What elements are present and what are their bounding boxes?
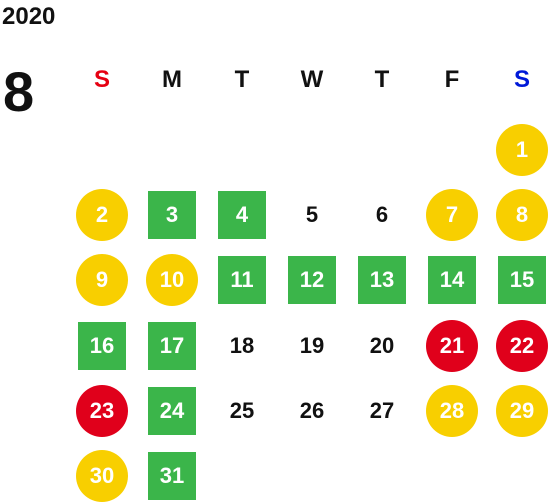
day-cell[interactable]: 2 — [76, 189, 128, 241]
day-cell[interactable]: 11 — [218, 256, 266, 304]
day-cell[interactable]: 26 — [299, 398, 325, 423]
day-cell[interactable]: 9 — [76, 254, 128, 306]
day-cell[interactable]: 15 — [498, 256, 546, 304]
day-cell[interactable]: 24 — [148, 387, 196, 435]
weekday-thursday: T — [374, 66, 390, 93]
day-cell[interactable]: 14 — [428, 256, 476, 304]
day-cell[interactable]: 27 — [369, 398, 395, 423]
day-cell[interactable]: 17 — [148, 322, 196, 370]
day-cell[interactable]: 31 — [148, 452, 196, 500]
day-cell[interactable]: 22 — [496, 320, 548, 372]
day-cell[interactable]: 10 — [146, 254, 198, 306]
day-cell[interactable]: 19 — [299, 333, 325, 358]
month-label: 8 — [3, 60, 35, 123]
day-cell[interactable]: 4 — [218, 191, 266, 239]
day-cell[interactable]: 1 — [496, 124, 548, 176]
day-cell[interactable]: 20 — [369, 333, 395, 358]
weekday-monday: M — [162, 66, 182, 93]
weekday-friday: F — [444, 66, 460, 93]
day-cell[interactable]: 13 — [358, 256, 406, 304]
day-cell[interactable]: 8 — [496, 189, 548, 241]
year-label: 2020 — [2, 3, 56, 30]
day-cell[interactable]: 25 — [229, 398, 255, 423]
day-cell[interactable]: 30 — [76, 450, 128, 502]
day-cell[interactable]: 29 — [496, 385, 548, 437]
day-cell[interactable]: 3 — [148, 191, 196, 239]
day-cell[interactable]: 21 — [426, 320, 478, 372]
weekday-tuesday: T — [234, 66, 250, 93]
day-cell[interactable]: 12 — [288, 256, 336, 304]
day-cell[interactable]: 7 — [426, 189, 478, 241]
weekday-saturday: S — [513, 66, 530, 93]
weekday-wednesday: W — [300, 66, 324, 93]
day-cell[interactable]: 6 — [375, 202, 389, 227]
day-cell[interactable]: 18 — [229, 333, 255, 358]
day-cell[interactable]: 28 — [426, 385, 478, 437]
day-cell[interactable]: 5 — [305, 202, 319, 227]
weekday-sunday: S — [93, 66, 110, 93]
day-cell[interactable]: 16 — [78, 322, 126, 370]
day-cell[interactable]: 23 — [76, 385, 128, 437]
